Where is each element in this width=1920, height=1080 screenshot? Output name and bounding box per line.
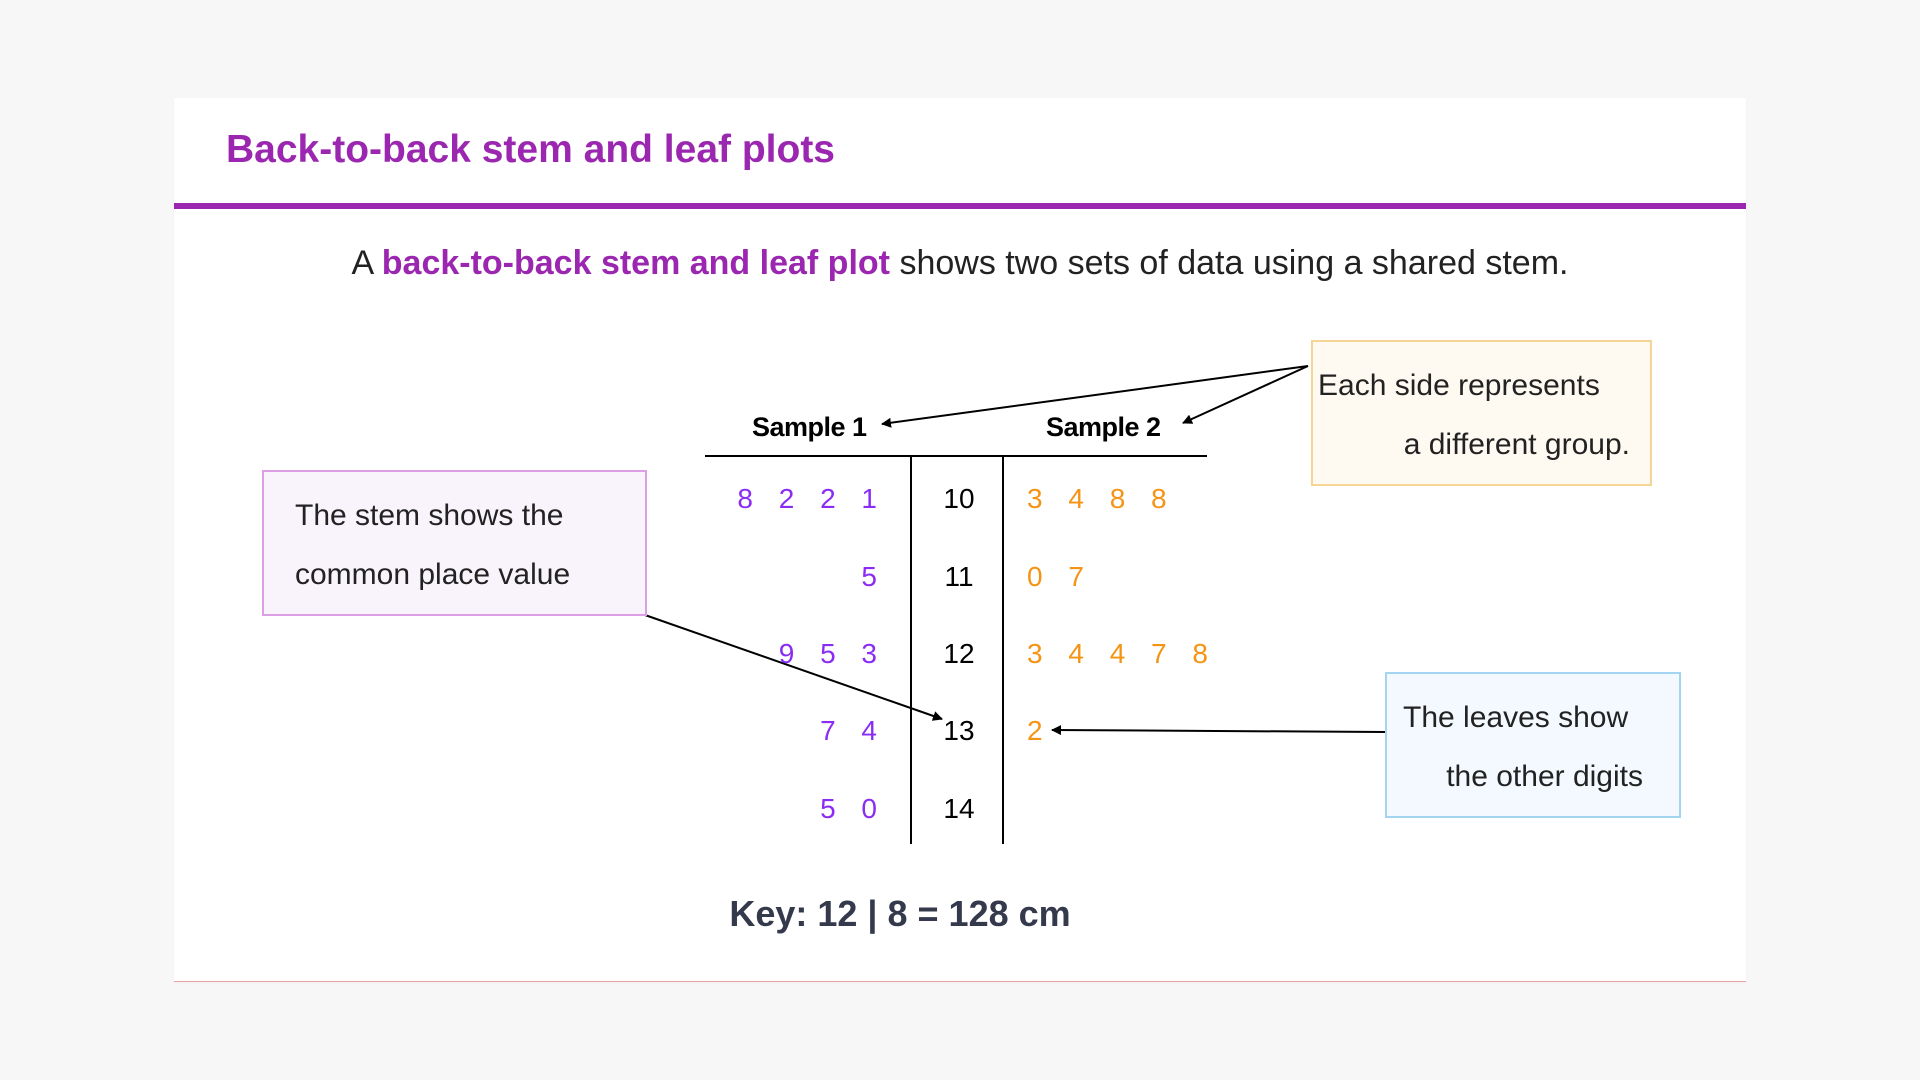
sample2-leaves-row-11: 0 7 <box>1027 561 1093 592</box>
sample2-label: Sample 2 <box>1046 412 1161 442</box>
stem-11: 11 <box>944 561 974 592</box>
sample1-label: Sample 1 <box>752 412 867 442</box>
sample2-leaves-row-12: 3 4 4 7 8 <box>1027 638 1217 669</box>
sample1-leaves-row-10: 8 2 2 1 <box>737 483 886 514</box>
stem-callout-line2: common place value <box>295 558 571 591</box>
slide-card: Back-to-back stem and leaf plots A back-… <box>174 98 1746 982</box>
stem-callout-line1: The stem shows the <box>295 499 564 532</box>
sides-callout-box: Each side represents a different group. <box>1311 340 1652 486</box>
stem-leaf-diagram: Sample 1 Sample 2 8 2 2 1 10 3 4 8 8 5 1… <box>174 98 1746 981</box>
intro-sentence: A back-to-back stem and leaf plot shows … <box>174 244 1746 283</box>
stem-14: 14 <box>943 793 975 824</box>
intro-highlight: back-to-back stem and leaf plot <box>381 244 890 282</box>
leaves-callout-box: The leaves show the other digits <box>1385 672 1681 818</box>
diagram-lines <box>644 365 1386 844</box>
intro-prefix: A <box>351 244 382 282</box>
leaves-callout-line2: the other digits <box>1446 760 1643 793</box>
stem-10: 10 <box>943 483 975 514</box>
intro-suffix: shows two sets of data using a shared st… <box>890 244 1569 282</box>
sides-callout-line2: a different group. <box>1403 428 1630 461</box>
sample2-leaves-row-14 <box>1027 789 1267 829</box>
stem-12: 12 <box>943 638 975 669</box>
arrow-to-sample2 <box>1182 365 1309 424</box>
leaves-callout-line1: The leaves show <box>1403 701 1629 734</box>
arrow-to-sample1 <box>881 365 1309 428</box>
arrow-to-stem <box>644 614 943 721</box>
title-divider <box>174 203 1746 209</box>
sample1-leaves-row-13: 7 4 <box>820 715 886 746</box>
sample2-leaves-row-13: 2 <box>1027 715 1052 746</box>
page-title: Back-to-back stem and leaf plots <box>226 128 835 171</box>
sample2-leaves-row-10: 3 4 8 8 <box>1027 483 1176 514</box>
plot-key: Key: 12 | 8 = 128 cm <box>729 893 1071 934</box>
sample1-leaves-row-14: 5 0 <box>820 793 886 824</box>
arrow-to-leaf <box>1051 725 1386 736</box>
sample1-leaves-row-11: 5 <box>861 561 886 592</box>
sides-callout-line1: Each side represents <box>1318 369 1600 402</box>
stem-13: 13 <box>943 715 975 746</box>
sample1-leaves-row-12: 9 5 3 <box>778 638 886 669</box>
stem-callout-box: The stem shows the common place value <box>262 470 647 616</box>
